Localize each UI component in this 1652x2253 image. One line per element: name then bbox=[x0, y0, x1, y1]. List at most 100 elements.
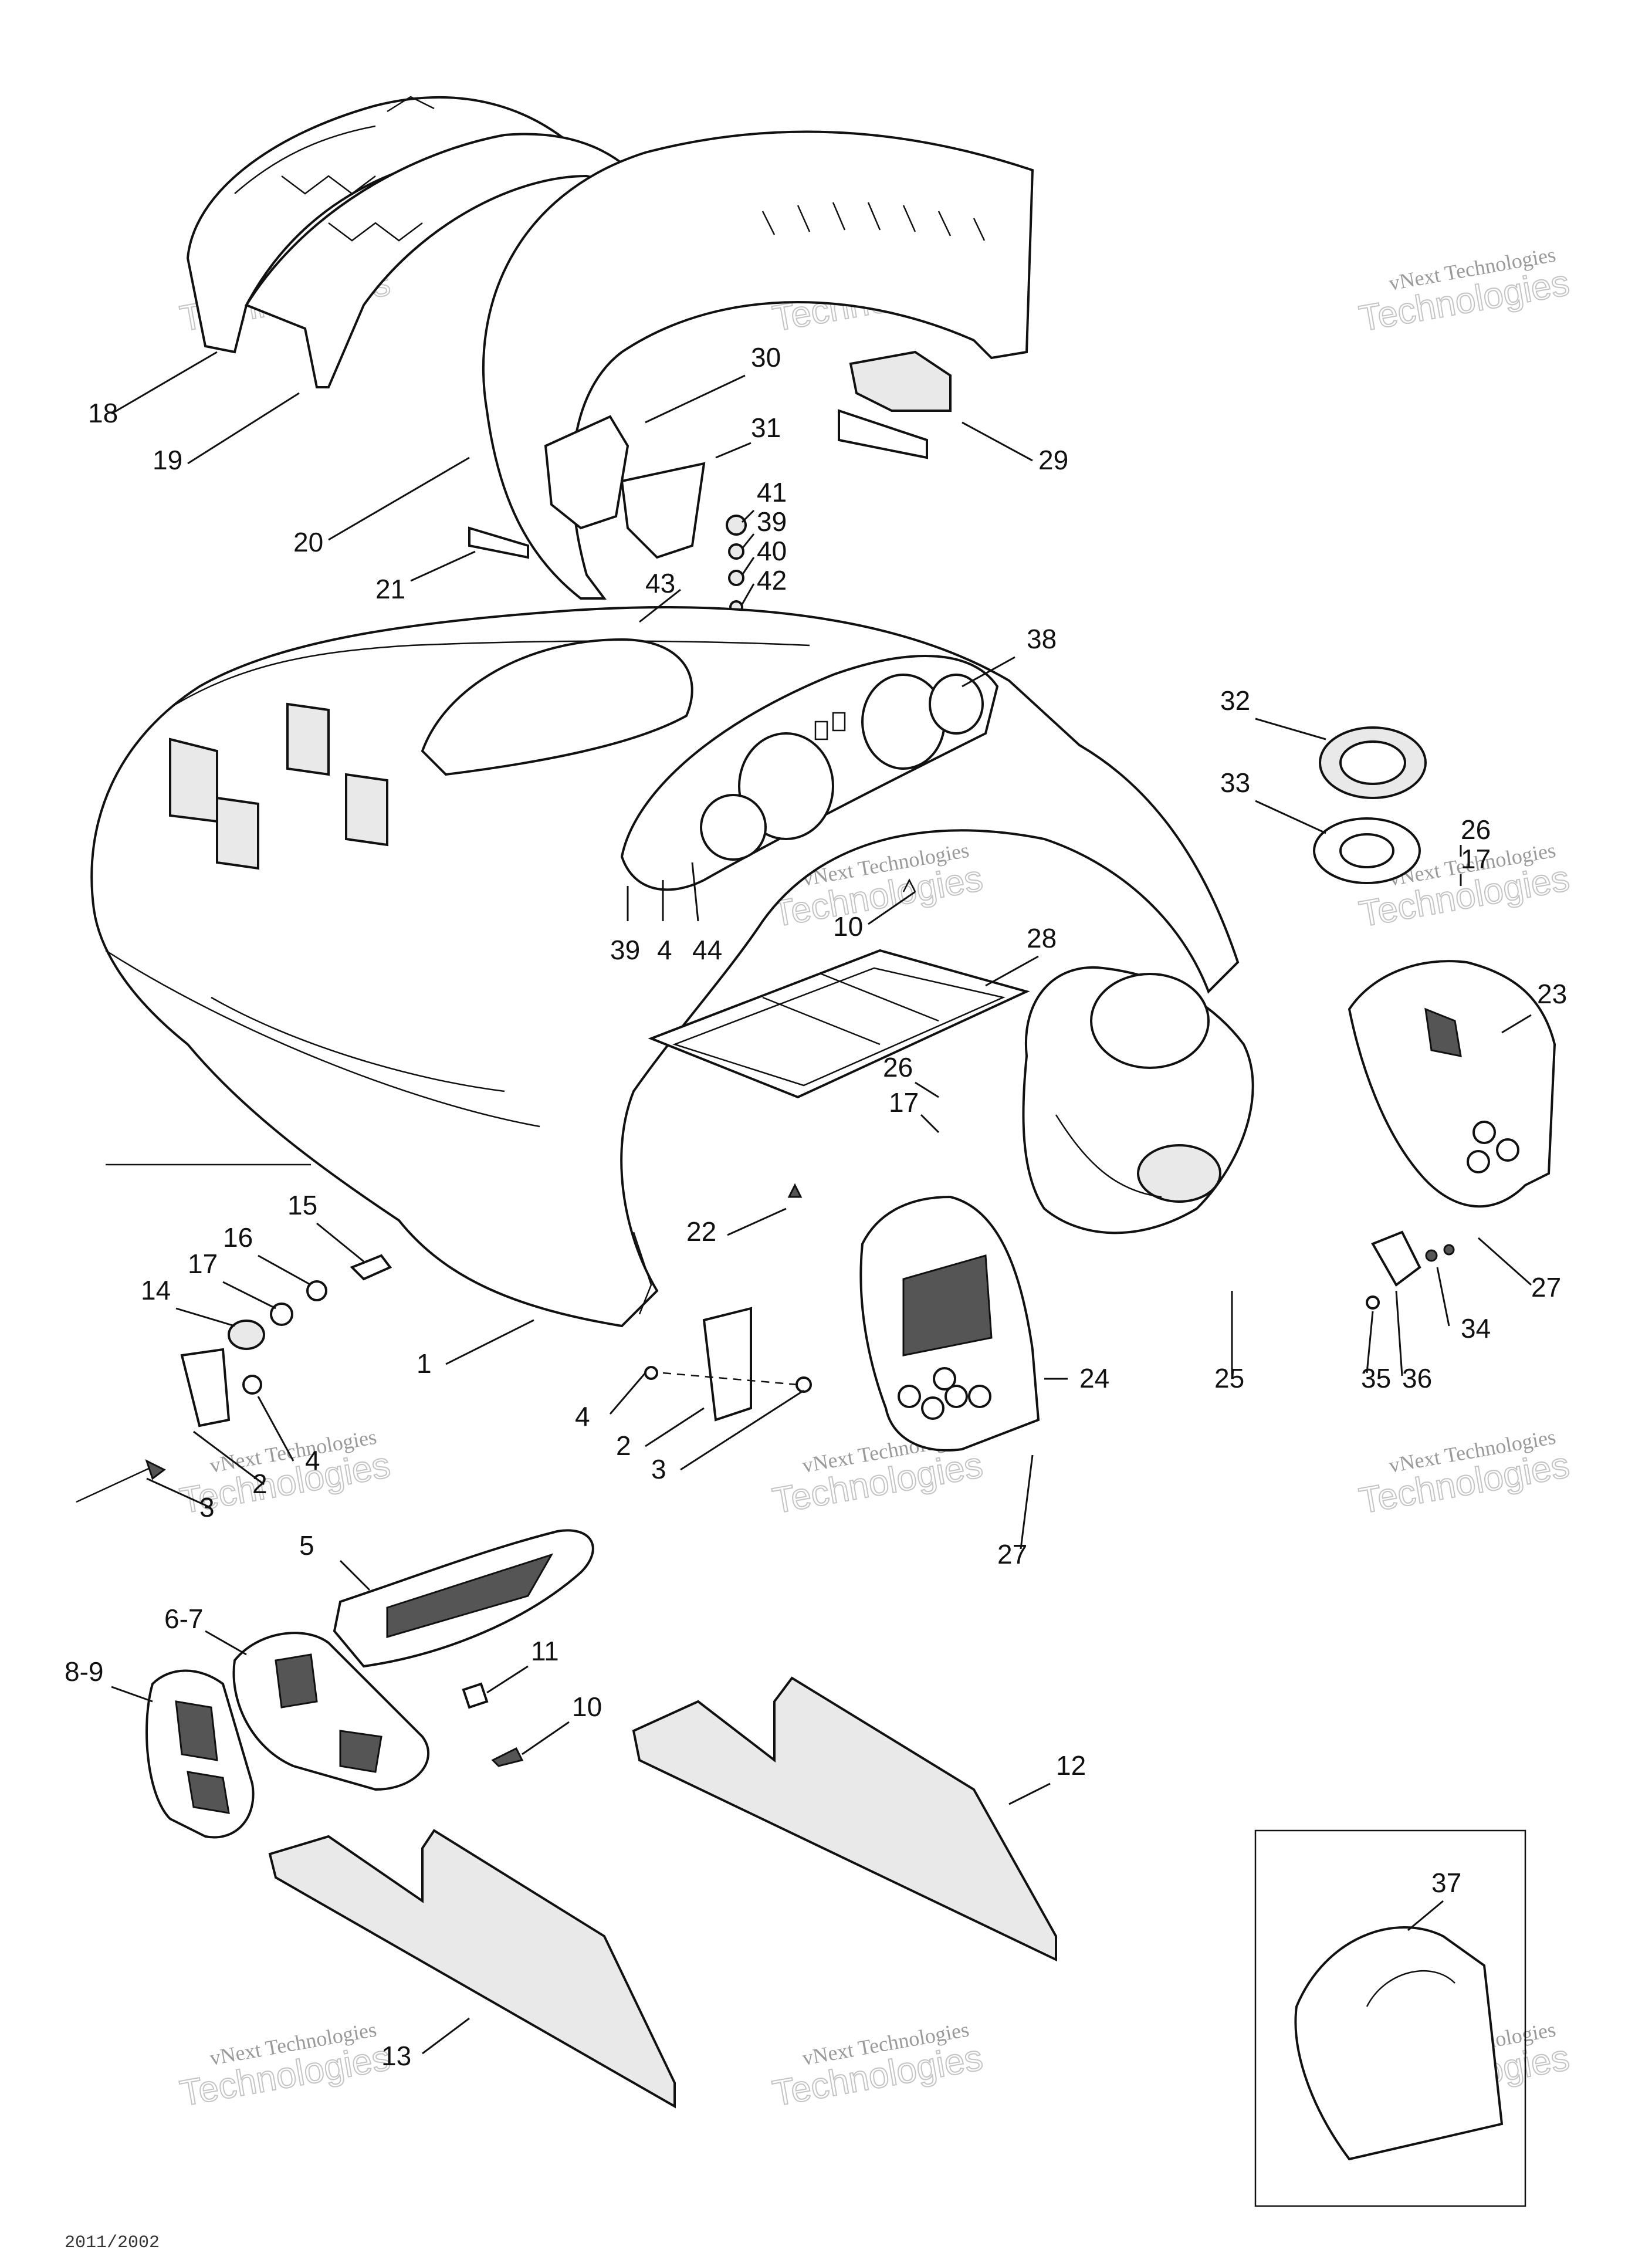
callout-3: 3 bbox=[199, 1492, 215, 1523]
callout-43: 43 bbox=[645, 568, 675, 598]
part-23-side-panel bbox=[1348, 960, 1556, 1208]
leader-line-22 bbox=[727, 1207, 787, 1236]
part-24-side-panel bbox=[859, 1195, 1040, 1452]
leader-line-31 bbox=[715, 442, 751, 459]
callout-13: 13 bbox=[381, 2041, 411, 2071]
left-hardware bbox=[76, 1254, 392, 1503]
leader-line-6-7 bbox=[205, 1630, 247, 1656]
leader-lines bbox=[111, 351, 1532, 2055]
leader-line-36 bbox=[1395, 1290, 1403, 1376]
callout-30: 30 bbox=[751, 342, 781, 373]
callout-28: 28 bbox=[1027, 923, 1057, 953]
part-1-hood bbox=[90, 606, 1240, 1328]
leader-line-1 bbox=[445, 1319, 534, 1365]
leader-line-29 bbox=[962, 421, 1033, 462]
part-8-9-side-grille bbox=[145, 1669, 255, 1839]
callout-17: 17 bbox=[1461, 844, 1491, 874]
leader-line-40 bbox=[741, 557, 755, 576]
callout-1: 1 bbox=[417, 1348, 432, 1379]
callout-25: 25 bbox=[1214, 1363, 1244, 1393]
leader-line-17 bbox=[920, 1114, 940, 1134]
small-parts-top bbox=[468, 350, 952, 614]
leader-line-3 bbox=[680, 1389, 804, 1471]
leader-line-26 bbox=[915, 1081, 939, 1098]
leader-line-34 bbox=[1436, 1267, 1450, 1327]
callout-6-7: 6-7 bbox=[164, 1604, 203, 1634]
leader-line-19 bbox=[187, 392, 300, 465]
callout-2: 2 bbox=[252, 1469, 268, 1499]
leader-line-27 bbox=[1020, 1454, 1034, 1550]
callout-39: 39 bbox=[757, 506, 787, 537]
leader-line-2 bbox=[645, 1407, 705, 1447]
leader-line-4 bbox=[609, 1372, 646, 1415]
callout-3: 3 bbox=[651, 1454, 666, 1484]
leader-line-39 bbox=[741, 533, 755, 549]
callout-10: 10 bbox=[833, 911, 863, 942]
leader-line-38 bbox=[962, 656, 1015, 688]
leader-line-8-9 bbox=[111, 1686, 153, 1703]
part-6-7-grille bbox=[232, 1632, 430, 1791]
leader-line-23 bbox=[1501, 1014, 1532, 1034]
leader-line-43 bbox=[639, 588, 681, 623]
callout-22: 22 bbox=[686, 1216, 716, 1247]
leader-line-28 bbox=[985, 955, 1039, 987]
callout-38: 38 bbox=[1027, 624, 1057, 654]
callout-29: 29 bbox=[1038, 445, 1068, 475]
leader-line-18 bbox=[111, 351, 218, 415]
part-28-tray bbox=[648, 949, 1030, 1198]
leader-line-32 bbox=[1255, 718, 1326, 740]
leader-line-5 bbox=[339, 1559, 371, 1591]
leader-line-37 bbox=[1407, 1900, 1444, 1931]
callout-41: 41 bbox=[757, 477, 787, 508]
part-32-33-rings bbox=[1313, 726, 1427, 884]
leader-line-16 bbox=[258, 1254, 312, 1286]
callout-16: 16 bbox=[223, 1222, 253, 1253]
callout-17: 17 bbox=[188, 1249, 218, 1279]
callout-4: 4 bbox=[575, 1401, 590, 1432]
callout-23: 23 bbox=[1537, 979, 1567, 1009]
callout-20: 20 bbox=[293, 527, 323, 557]
part-34-36-bracket bbox=[1366, 1230, 1455, 1310]
callout-12: 12 bbox=[1056, 1750, 1086, 1781]
callout-14: 14 bbox=[141, 1275, 171, 1305]
clip-parts bbox=[462, 878, 916, 1767]
callout-4: 4 bbox=[657, 935, 672, 965]
callout-37: 37 bbox=[1431, 1868, 1461, 1898]
callout-26: 26 bbox=[1461, 814, 1491, 845]
callout-33: 33 bbox=[1220, 767, 1250, 798]
callout-36: 36 bbox=[1402, 1363, 1432, 1393]
inset-box-37 bbox=[1254, 1829, 1526, 2207]
leader-line-10 bbox=[522, 1721, 570, 1755]
part-12-foam bbox=[632, 1676, 1057, 1962]
part-20-shroud bbox=[482, 130, 1034, 600]
leader-line-12 bbox=[1008, 1782, 1051, 1805]
callout-19: 19 bbox=[153, 445, 182, 475]
leader-line-33 bbox=[1255, 800, 1326, 834]
leader-line-2 bbox=[193, 1430, 265, 1486]
footer-code: 2011/2002 bbox=[65, 2233, 160, 2253]
leader-line-30 bbox=[645, 374, 746, 424]
callout-31: 31 bbox=[751, 412, 781, 443]
callout-8-9: 8-9 bbox=[65, 1656, 103, 1687]
leader-line-42 bbox=[741, 583, 755, 605]
part-13-foam bbox=[268, 1829, 676, 2109]
leader-line-4 bbox=[257, 1396, 294, 1462]
callout-21: 21 bbox=[375, 574, 405, 604]
leader-line-15 bbox=[316, 1222, 364, 1263]
part-38-console bbox=[421, 638, 999, 891]
leader-line-10 bbox=[868, 891, 916, 925]
leader-line-17 bbox=[222, 1281, 276, 1310]
leader-line-41 bbox=[741, 509, 755, 523]
callout-5: 5 bbox=[299, 1530, 314, 1561]
middle-bracket bbox=[644, 1307, 812, 1422]
callout-40: 40 bbox=[757, 536, 787, 566]
callout-4: 4 bbox=[305, 1445, 320, 1476]
callout-39: 39 bbox=[610, 935, 640, 965]
callout-2: 2 bbox=[616, 1430, 631, 1461]
